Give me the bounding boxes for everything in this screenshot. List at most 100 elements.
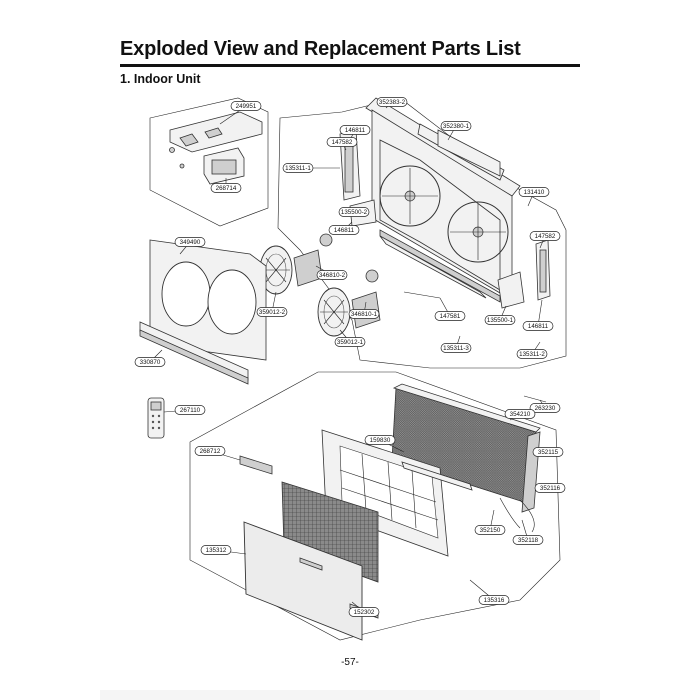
label-bubble <box>200 545 232 555</box>
label-bubble <box>440 343 472 353</box>
label-bubble <box>434 311 466 321</box>
part-label-135311-3: 135311-3 <box>440 335 472 353</box>
part-number: 249951 <box>236 103 257 110</box>
part-label-352150: 352150 <box>474 509 506 535</box>
part-label-159830: 159830 <box>364 435 405 453</box>
part-number: 354210 <box>510 411 531 418</box>
part-label-330870: 330870 <box>134 349 166 367</box>
label-bubble <box>328 225 360 235</box>
part-number: 146811 <box>334 227 355 234</box>
part-number: 135312 <box>206 547 227 554</box>
label-bubble <box>440 121 472 131</box>
label-bubble <box>174 237 206 247</box>
part-number: 346810-1 <box>351 311 378 318</box>
part-number: 146811 <box>345 127 366 134</box>
part-number: 135500-1 <box>487 317 514 324</box>
part-number: 267110 <box>180 407 201 414</box>
part-number: 359012-2 <box>259 309 286 316</box>
part-label-267110: 267110 <box>163 405 206 415</box>
frame-control-box <box>149 97 269 227</box>
part-label-346810-2: 346810-2 <box>315 265 348 280</box>
part-label-147582: 147582 <box>529 231 561 249</box>
label-bubble <box>282 163 314 173</box>
part-number: 135500-2 <box>341 209 368 216</box>
part-number: 147581 <box>440 313 461 320</box>
part-label-135500-1: 135500-1 <box>484 305 516 325</box>
label-bubble <box>194 446 226 456</box>
fan-assembly <box>259 233 381 337</box>
remote-controller <box>147 397 165 439</box>
part-number: 268712 <box>200 448 221 455</box>
label-bubble <box>522 321 554 331</box>
part-label-352118: 352118 <box>512 519 544 545</box>
label-bubble <box>334 337 366 347</box>
label-bubble <box>230 101 262 111</box>
label-bubble <box>174 405 206 415</box>
part-label-352383-2: 352383-2 <box>376 97 408 109</box>
label-bubble <box>529 403 561 413</box>
part-number: 146811 <box>528 323 549 330</box>
label-bubble <box>210 183 242 193</box>
part-number: 346810-2 <box>319 272 346 279</box>
label-bubble <box>348 309 380 319</box>
part-label-146811: 146811 <box>522 299 554 331</box>
label-bubble <box>478 595 510 605</box>
front-grille-frame <box>239 429 473 557</box>
part-label-249951: 249951 <box>219 101 262 125</box>
part-label-268714: 268714 <box>210 178 242 193</box>
label-bubble <box>516 349 548 359</box>
chassis-assembly <box>339 97 551 309</box>
section-heading: 1. Indoor Unit <box>120 72 201 86</box>
label-bubble <box>339 125 371 135</box>
label-bubble <box>364 435 396 445</box>
bellmouth-plate <box>139 239 267 385</box>
label-bubble <box>529 231 561 241</box>
part-label-135311-2: 135311-2 <box>516 341 548 359</box>
part-number: 352383-2 <box>379 99 406 106</box>
part-label-352115: 352115 <box>532 447 564 457</box>
part-number: 135311-1 <box>285 165 311 172</box>
page-title: Exploded View and Replacement Parts List <box>120 38 521 60</box>
label-bubble <box>348 607 380 617</box>
part-number: 352118 <box>518 537 539 544</box>
part-number: 352150 <box>480 527 501 534</box>
part-number: 359012-1 <box>337 339 364 346</box>
label-bubble <box>256 307 288 317</box>
part-number: 268714 <box>216 185 237 192</box>
part-labels: 249951 268714 352383-2 352380-1 146811 147582… <box>134 97 566 617</box>
part-number: 135311-3 <box>443 345 469 352</box>
air-filter <box>281 481 379 583</box>
part-label-359012-2: 359012-2 <box>256 291 288 317</box>
part-label-152302: 152302 <box>348 601 380 617</box>
part-number: 135311-2 <box>519 351 545 358</box>
part-label-352380-1: 352380-1 <box>440 121 472 141</box>
bottom-strip <box>100 690 600 700</box>
label-bubble <box>512 535 544 545</box>
label-bubble <box>338 207 370 217</box>
part-label-131410: 131410 <box>518 187 550 207</box>
page-number: -57- <box>341 657 359 668</box>
part-label-135316: 135316 <box>469 579 510 605</box>
part-label-354210: 354210 <box>504 409 536 421</box>
label-bubble <box>326 137 358 147</box>
control-box-assembly <box>169 111 263 185</box>
part-number: 352380-1 <box>443 123 470 130</box>
label-bubble <box>376 97 408 107</box>
part-label-359012-1: 359012-1 <box>334 329 366 347</box>
part-label-135311-1: 135311-1 <box>282 163 340 173</box>
part-label-352116: 352116 <box>534 483 566 493</box>
part-number: 330870 <box>140 359 161 366</box>
label-bubble <box>504 409 536 419</box>
label-bubble <box>532 447 564 457</box>
part-label-349490: 349490 <box>174 237 206 255</box>
part-number: 349490 <box>180 239 201 246</box>
part-number: 135316 <box>484 597 505 604</box>
label-bubble <box>134 357 166 367</box>
part-label-135312: 135312 <box>200 545 247 555</box>
part-label-135500-2: 135500-2 <box>338 207 370 217</box>
part-label-263230: 263230 <box>529 399 561 413</box>
part-number: 159830 <box>370 437 391 444</box>
label-bubble <box>474 525 506 535</box>
part-number: 147582 <box>332 139 353 146</box>
